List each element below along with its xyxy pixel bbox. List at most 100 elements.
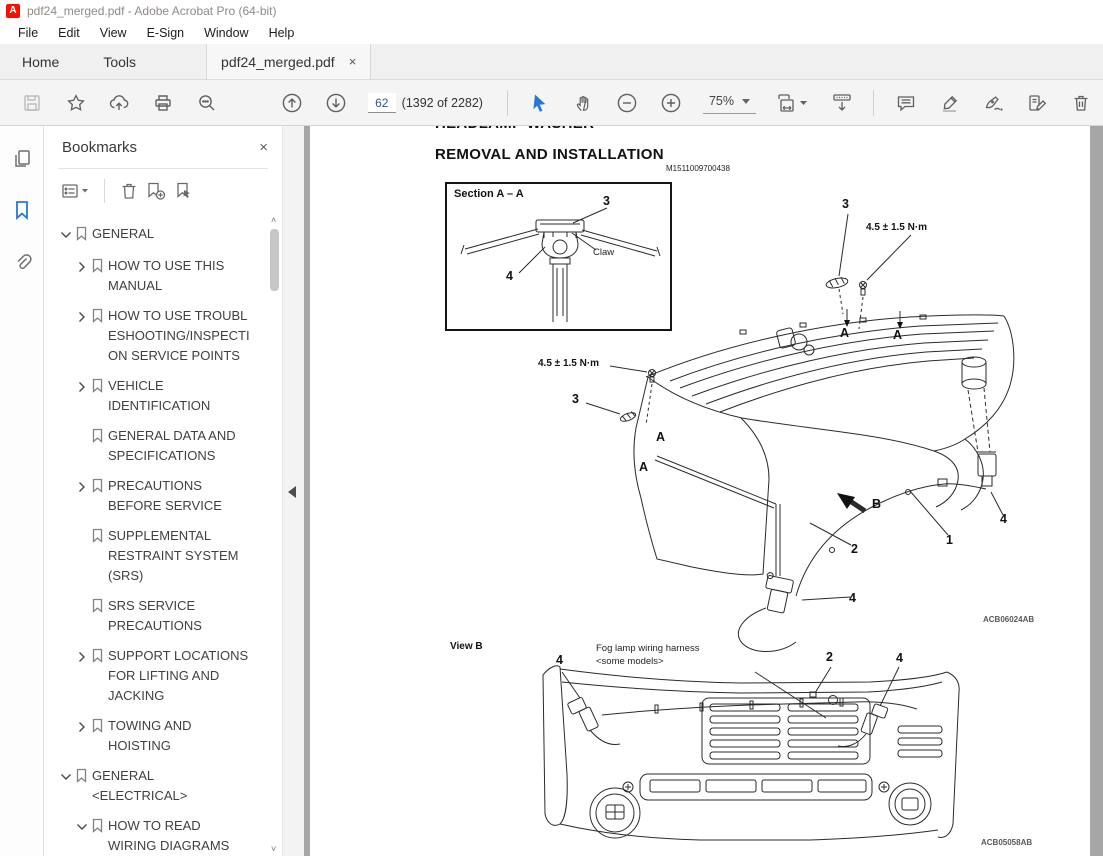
delete-bookmark-button[interactable] [119, 181, 139, 201]
bookmark-item-srs[interactable]: SUPPLEMENTAL RESTRAINT SYSTEM (SRS) [58, 521, 282, 591]
search-icon[interactable] [192, 88, 222, 118]
harness-note-line1: Fog lamp wiring harness [596, 643, 700, 654]
menu-file[interactable]: File [18, 26, 39, 40]
tab-document[interactable]: pdf24_merged.pdf × [206, 44, 372, 79]
bookmarks-panel-icon[interactable] [11, 199, 33, 226]
page-number-input[interactable]: 62 [367, 92, 396, 113]
window-title: pdf24_merged.pdf - Adobe Acrobat Pro (64… [27, 4, 277, 18]
callout-3-left: 3 [572, 392, 579, 406]
zoom-in-button[interactable] [656, 88, 686, 118]
menu-window[interactable]: Window [204, 26, 249, 40]
view-b-art [542, 665, 960, 841]
chevron-right-icon[interactable] [76, 476, 91, 498]
bookmarks-panel-header: Bookmarks × [44, 126, 282, 168]
bookmark-label: HOW TO USE TROUBLESHOOTING/INSPECTION SE… [108, 308, 250, 363]
bookmark-item-general-electrical[interactable]: GENERAL <ELECTRICAL> [58, 761, 282, 811]
menu-view[interactable]: View [99, 26, 127, 40]
callout-2: 2 [851, 542, 858, 556]
fill-sign-button[interactable] [1023, 88, 1053, 118]
callout-3-section: 3 [603, 194, 610, 208]
chevron-right-icon[interactable] [76, 646, 91, 668]
bookmark-options-button[interactable] [60, 181, 90, 201]
tab-home[interactable]: Home [22, 53, 60, 70]
bookmark-item-vehicle-identification[interactable]: VEHICLE IDENTIFICATION [58, 371, 282, 421]
bookmark-label: VEHICLE IDENTIFICATION [108, 378, 211, 413]
chevron-down-icon[interactable] [60, 766, 75, 788]
bookmark-item-towing[interactable]: TOWING AND HOISTING [58, 711, 282, 761]
save-button[interactable] [17, 88, 47, 118]
label-claw: Claw [593, 247, 615, 258]
bookmark-icon [75, 224, 92, 246]
zoom-level-value: 75% [708, 94, 734, 108]
scroll-down-icon[interactable]: ˅ [271, 844, 277, 854]
bookmark-icon [91, 646, 108, 668]
chevron-down-icon[interactable] [60, 224, 75, 246]
chevron-right-icon[interactable] [76, 306, 91, 328]
zoom-out-button[interactable] [612, 88, 642, 118]
panel-gutter [282, 126, 304, 856]
page-scrolling-button[interactable] [827, 88, 857, 118]
bookmark-label: HOW TO USE THIS MANUAL [108, 258, 225, 293]
tab-tools[interactable]: Tools [103, 53, 137, 70]
expand-bookmark-button[interactable] [173, 181, 195, 201]
chevron-right-icon[interactable] [76, 716, 91, 738]
menu-esign[interactable]: E-Sign [146, 26, 185, 40]
bookmarks-scrollbar[interactable]: ˄ ˅ [267, 213, 282, 856]
callout-4-right: 4 [1000, 512, 1007, 526]
bookmark-item-support-locations[interactable]: SUPPORT LOCATIONS FOR LIFTING AND JACKIN… [58, 641, 282, 711]
chevron-down-icon[interactable] [76, 816, 91, 838]
figure-code-2: ACB05058AB [981, 838, 1033, 847]
bookmark-icon [91, 596, 108, 618]
comment-button[interactable] [891, 88, 921, 118]
bookmark-icon [91, 476, 108, 498]
star-button[interactable] [61, 88, 91, 118]
print-button[interactable] [148, 88, 178, 118]
tab-close-icon[interactable]: × [348, 54, 357, 69]
cloud-upload-button[interactable] [105, 88, 135, 118]
bookmark-label: GENERAL <ELECTRICAL> [92, 768, 188, 803]
bookmarks-toolbar [44, 169, 282, 213]
callout-3-top: 3 [842, 197, 849, 211]
bookmark-item-srs-service[interactable]: SRS SERVICE PRECAUTIONS [58, 591, 282, 641]
fit-width-button[interactable] [773, 88, 813, 118]
hand-tool-button[interactable] [569, 88, 599, 118]
tab-document-label: pdf24_merged.pdf [221, 53, 335, 70]
attachments-icon[interactable] [11, 250, 33, 277]
select-tool-button[interactable] [525, 88, 555, 118]
zoom-level-dropdown[interactable]: 75% [702, 92, 756, 114]
trash-button[interactable] [1066, 88, 1096, 118]
bookmark-item-precautions[interactable]: PRECAUTIONS BEFORE SERVICE [58, 471, 282, 521]
next-page-button[interactable] [321, 88, 351, 118]
chevron-right-icon[interactable] [76, 376, 91, 398]
figure-code-1: ACB06024AB [983, 615, 1035, 624]
bookmark-item-troubleshooting[interactable]: HOW TO USE TROUBLESHOOTING/INSPECTION SE… [58, 301, 282, 371]
harness-note-line2: <some models> [596, 656, 664, 667]
document-area[interactable]: HEADLAMP WASHER REMOVAL AND INSTALLATION… [304, 126, 1103, 856]
menu-help[interactable]: Help [268, 26, 295, 40]
bookmark-item-general[interactable]: GENERAL [58, 219, 282, 251]
bookmark-item-general-data[interactable]: GENERAL DATA AND SPECIFICATIONS [58, 421, 282, 471]
highlight-button[interactable] [935, 88, 965, 118]
bookmark-item-how-to-use-this-manual[interactable]: HOW TO USE THIS MANUAL [58, 251, 282, 301]
diagram-line-art [460, 207, 1015, 841]
title-bar: A pdf24_merged.pdf - Adobe Acrobat Pro (… [0, 0, 1103, 22]
previous-page-button[interactable] [277, 88, 307, 118]
collapse-panel-icon[interactable] [288, 486, 296, 498]
bookmark-item-wiring-diagrams[interactable]: HOW TO READ WIRING DIAGRAMS [58, 811, 282, 856]
chevron-right-icon[interactable] [76, 256, 91, 278]
page-thumbnails-icon[interactable] [11, 148, 33, 175]
scroll-up-icon[interactable]: ˄ [271, 215, 277, 225]
bookmark-icon [91, 256, 108, 278]
bookmark-label: SRS SERVICE PRECAUTIONS [108, 598, 202, 633]
bookmark-label: GENERAL DATA AND SPECIFICATIONS [108, 428, 236, 463]
close-icon[interactable]: × [259, 138, 268, 156]
menu-edit[interactable]: Edit [58, 26, 80, 40]
new-bookmark-button[interactable] [145, 181, 167, 201]
bookmarks-panel: Bookmarks × GENERAL [44, 126, 282, 856]
section-title: Section A – A [454, 188, 524, 200]
bookmark-label: HOW TO READ WIRING DIAGRAMS [108, 818, 230, 853]
bookmark-icon [91, 526, 108, 548]
scrollbar-thumb[interactable] [270, 229, 279, 291]
sign-button[interactable] [979, 88, 1009, 118]
